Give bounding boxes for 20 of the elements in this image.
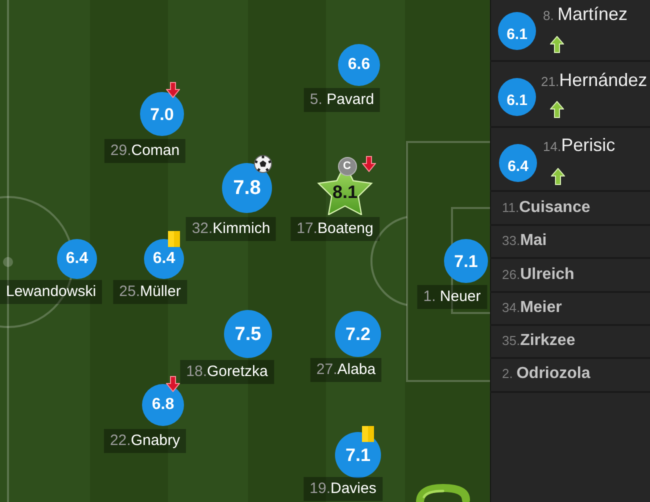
player-name-label: 32.Kimmich xyxy=(186,217,276,241)
substitute-name: 11.Cuisance xyxy=(502,198,590,218)
substitute-name: 26.Ulreich xyxy=(502,265,574,285)
player-name-label: 17.Boateng xyxy=(290,217,380,241)
substitute-name: 33.Mai xyxy=(502,231,547,251)
player-name-label: 21.Hernández xyxy=(541,70,648,92)
player-name-label: 29.Coman xyxy=(104,139,186,163)
player-name-label: 22.Gnabry xyxy=(104,429,186,453)
substitute-name: 35.Zirkzee xyxy=(502,331,576,351)
substitute-name: 34.Meier xyxy=(502,298,562,318)
substitute-name: 2. Odriozola xyxy=(502,364,590,384)
player-name-label: 19.Davies xyxy=(304,477,382,501)
player-name-label: 27.Alaba xyxy=(310,358,382,382)
player-name-label: 14.Perisic xyxy=(543,135,616,157)
player-name-label: 18.Goretzka xyxy=(180,360,274,384)
player-name-label: Lewandowski xyxy=(0,280,102,304)
player-name-label: 5. Pavard xyxy=(304,88,380,112)
player-name-label: 1. Neuer xyxy=(417,285,487,309)
player-name-label: 8. Martínez xyxy=(543,4,628,26)
player-name-label: 25.Müller xyxy=(113,280,187,304)
